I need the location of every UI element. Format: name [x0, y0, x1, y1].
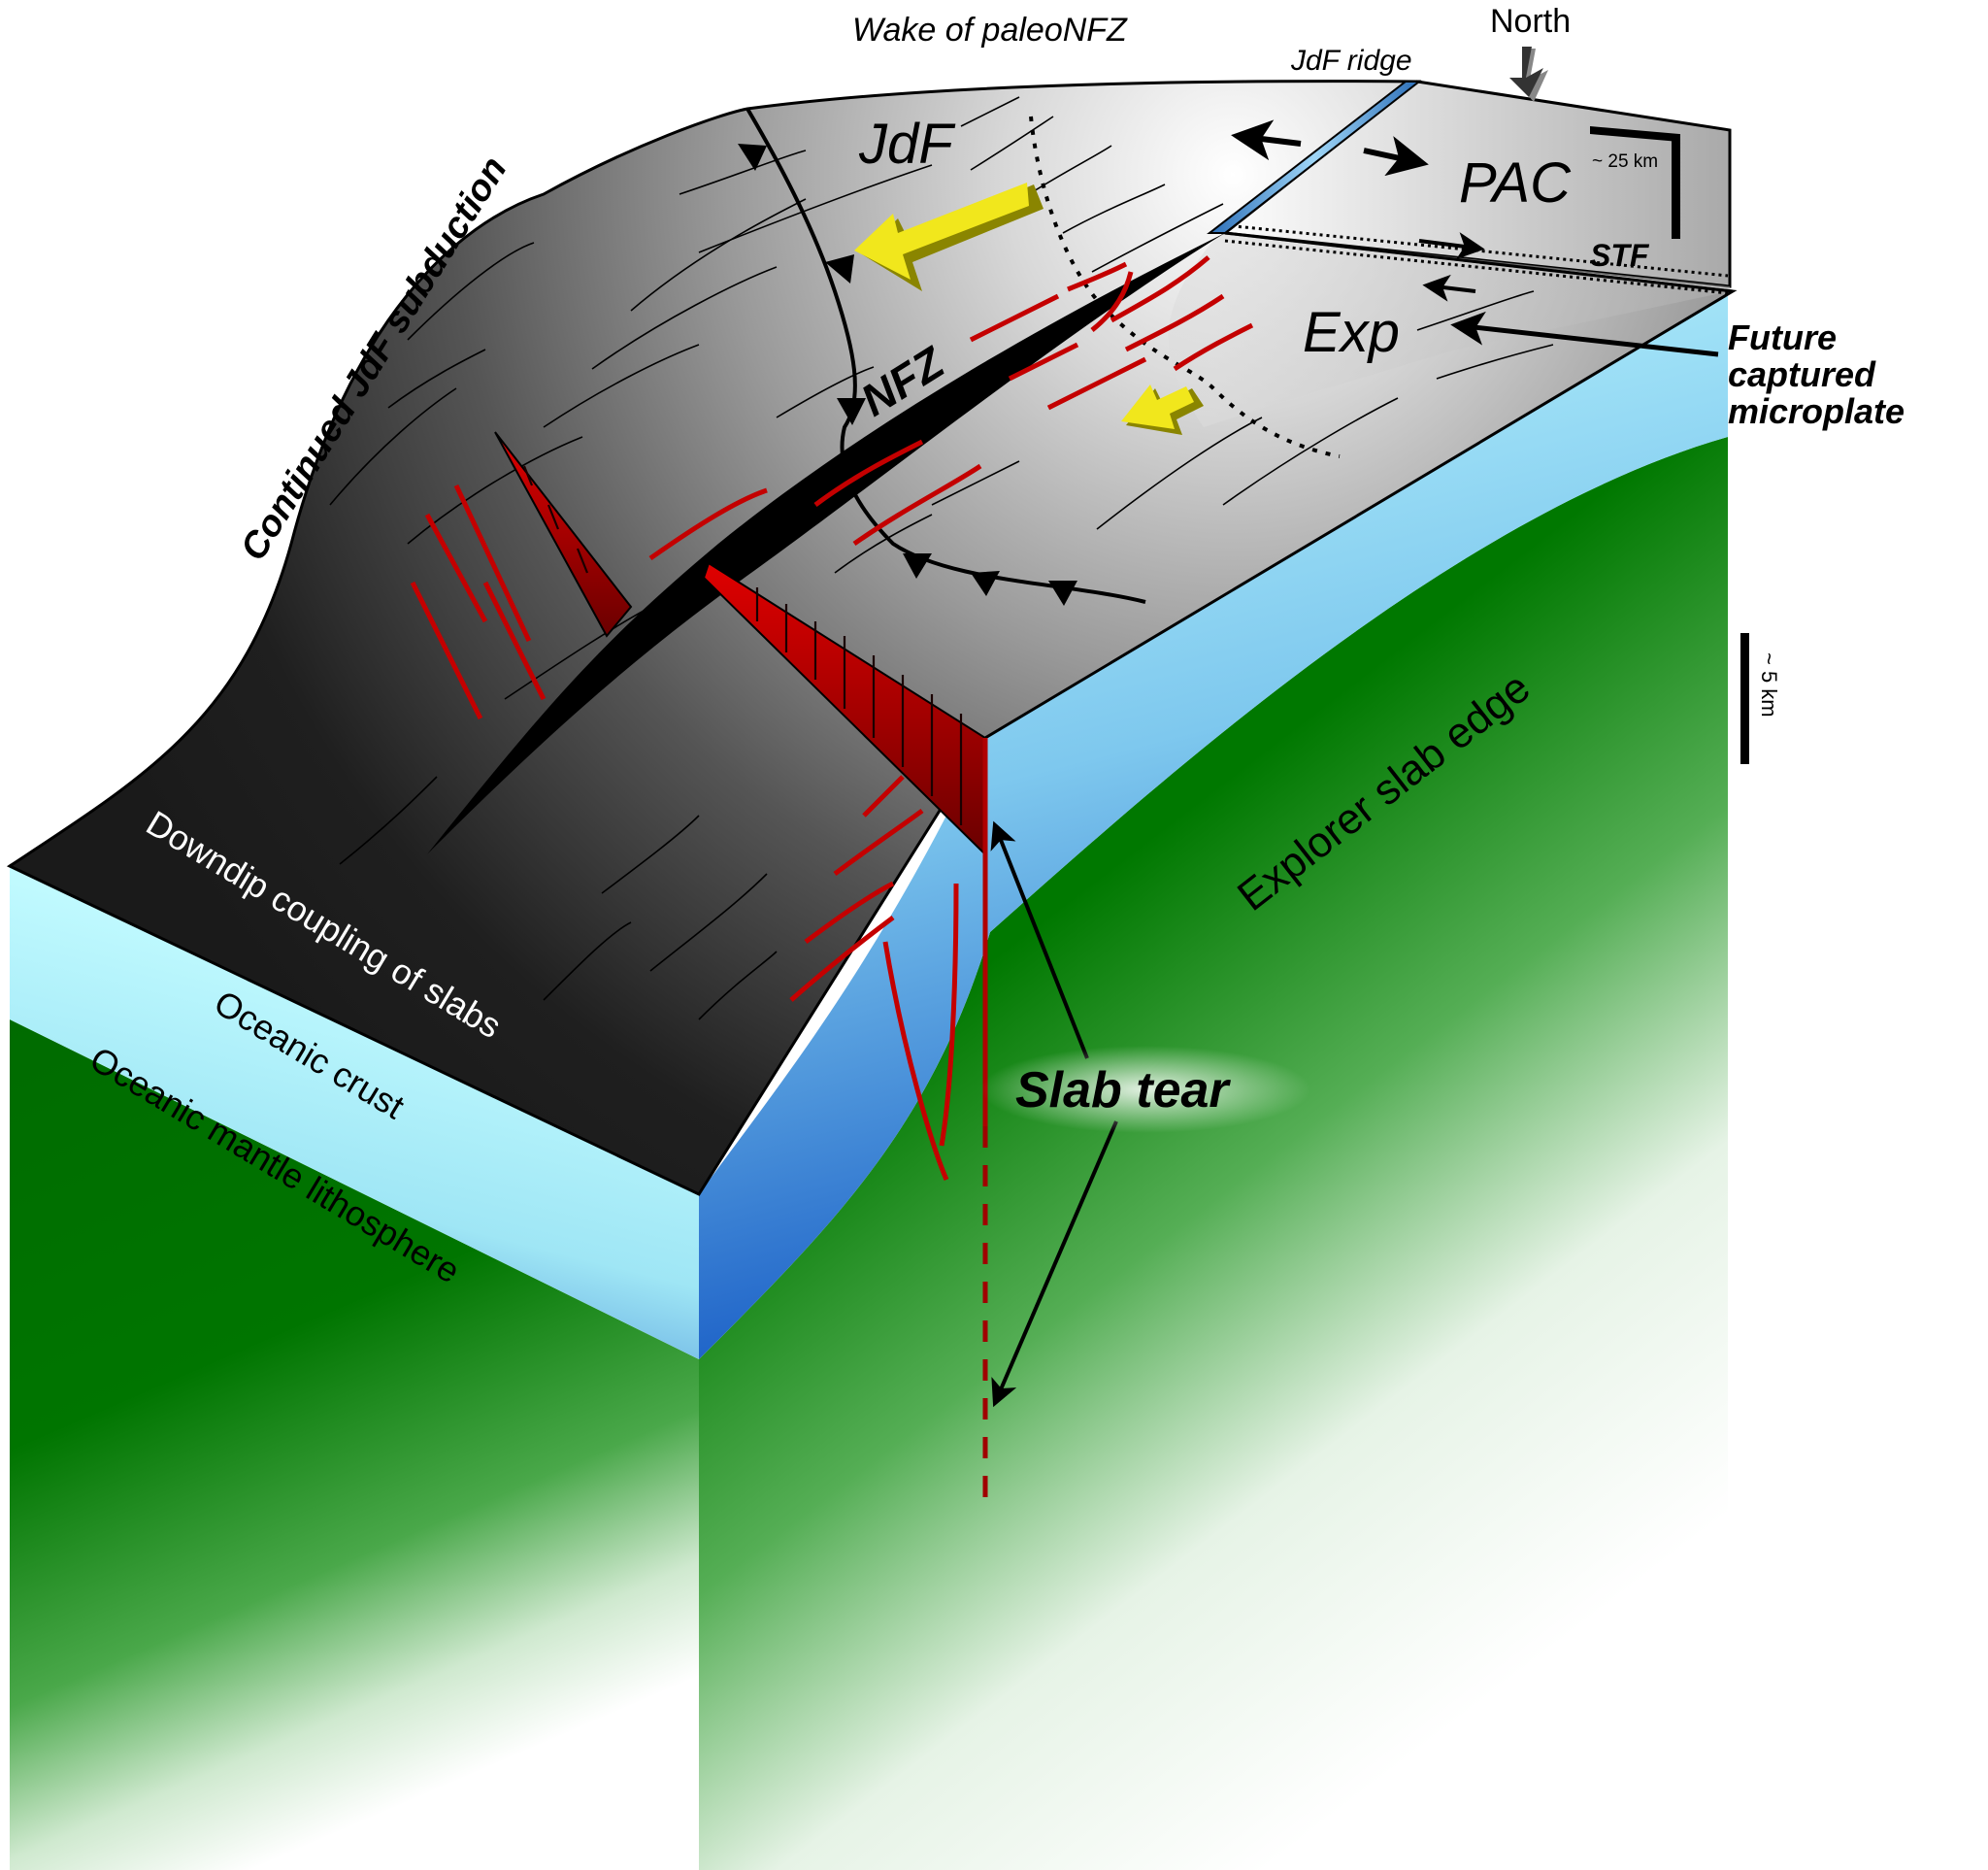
wake-label: Wake of paleoNFZ [852, 12, 1128, 49]
north-label: North [1490, 3, 1571, 40]
future-label-line1: Future [1728, 317, 1837, 357]
tear-wedges [494, 431, 988, 1505]
stf-label: STF [1590, 238, 1650, 273]
right-front-face [699, 291, 1728, 1870]
exp-plate-surface [1168, 233, 1730, 427]
exp-plate-label: Exp [1303, 301, 1400, 364]
left-front-face [10, 866, 699, 1870]
spreading-arrows [1231, 119, 1485, 302]
exp-motion-arrow [1121, 384, 1204, 435]
north-arrow-icon [1509, 47, 1548, 102]
small-tear-wedge [494, 431, 633, 638]
subduction-front [738, 107, 1146, 606]
plate-motion-arrows [854, 183, 1204, 435]
callout-arrows [990, 311, 1719, 1408]
jdf-motion-arrow [854, 183, 1044, 291]
red-fault-segments [410, 255, 1254, 1002]
future-label-line2: captured [1728, 354, 1876, 394]
jdf-plate-label: JdF [858, 113, 956, 176]
horizontal-scale-bar [1590, 126, 1680, 239]
future-label-line3: microplate [1728, 391, 1905, 431]
left-mantle-face [10, 1019, 699, 1870]
pac-plate-label: PAC [1459, 151, 1572, 215]
plate-top-surface [6, 80, 1738, 1196]
ridge-label: JdF ridge [1290, 45, 1412, 77]
vertical-scale-label: ~ 5 km [1757, 652, 1781, 718]
fabric-lines [329, 96, 1554, 1020]
left-crust-band [10, 866, 699, 1359]
right-crust-band [699, 291, 1728, 1359]
vertical-scale-bar [1740, 633, 1749, 764]
horizontal-scale-label: ~ 25 km [1592, 151, 1658, 172]
slab-tear-label: Slab tear [1015, 1062, 1231, 1119]
right-mantle-face [699, 437, 1728, 1870]
